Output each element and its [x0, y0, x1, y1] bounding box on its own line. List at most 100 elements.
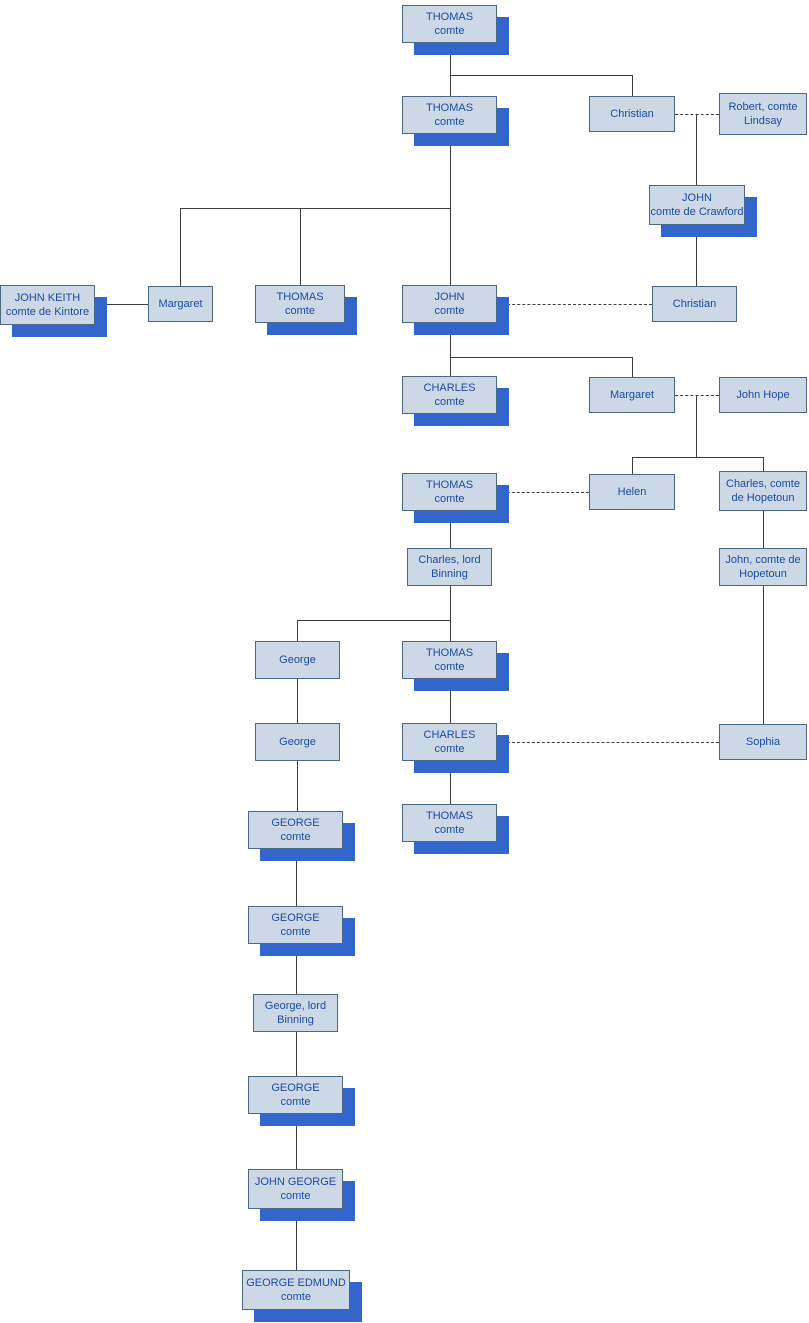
person-node: Sophia	[719, 724, 807, 760]
person-name: THOMAS	[425, 647, 474, 659]
descent-line	[450, 357, 632, 358]
person-node: GEORGE comte	[248, 906, 343, 944]
person-node: Christian	[589, 96, 675, 132]
descent-line	[763, 586, 764, 724]
person-name: THOMAS	[425, 102, 474, 114]
person-name: Robert, comte	[728, 101, 798, 113]
person-name: Charles, lord	[418, 554, 481, 566]
person-title: comte	[434, 743, 465, 755]
descent-line	[450, 75, 632, 76]
person-name: Charles, comte	[726, 478, 800, 490]
descent-line	[450, 323, 451, 376]
person-name: John Hope	[736, 389, 790, 401]
person-title: comte de Crawford	[650, 206, 744, 218]
descent-line	[300, 208, 301, 285]
person-node: Robert, comte Lindsay	[719, 93, 807, 135]
person-name: GEORGE	[271, 1082, 320, 1094]
person-node: Margaret	[589, 377, 675, 413]
person-node: Margaret	[148, 286, 213, 322]
person-node: THOMAS comte	[402, 5, 497, 43]
person-node: John Hope	[719, 377, 807, 413]
descent-line	[632, 457, 633, 474]
person-title: comte	[280, 831, 311, 843]
person-name: JOHN	[434, 291, 465, 303]
descent-line	[632, 75, 633, 96]
person-node: George, lord Binning	[253, 994, 338, 1032]
person-name: JOHN KEITH	[14, 292, 81, 304]
person-node: Charles, lord Binning	[407, 548, 492, 586]
person-node: GEORGE comte	[248, 1076, 343, 1114]
person-name: THOMAS	[276, 291, 324, 303]
descent-line	[696, 114, 697, 185]
person-name: George	[279, 654, 316, 666]
person-node: GEORGE EDMUND comte	[242, 1270, 350, 1310]
person-name: Margaret	[158, 298, 203, 310]
person-node: Christian	[652, 286, 737, 322]
person-name: Margaret	[609, 389, 655, 401]
person-title: comte	[434, 661, 465, 673]
person-node: THOMAS comte	[402, 96, 497, 134]
person-node: THOMAS comte	[402, 641, 497, 679]
descent-line	[450, 620, 451, 641]
person-node: George	[255, 723, 340, 761]
person-name: THOMAS	[425, 810, 474, 822]
descent-line	[632, 357, 633, 377]
person-node: George	[255, 641, 340, 679]
person-name: THOMAS	[425, 479, 474, 491]
descent-line	[297, 761, 298, 811]
descent-line	[450, 511, 451, 548]
descent-line	[696, 225, 697, 286]
person-name: Christian	[672, 298, 717, 310]
person-title: comte	[280, 1096, 311, 1108]
person-name: John, comte de	[725, 554, 801, 566]
person-name: George, lord	[264, 1000, 327, 1012]
person-title: comte	[434, 305, 465, 317]
descent-line	[450, 679, 451, 723]
descent-line	[297, 679, 298, 723]
descent-line	[450, 586, 451, 621]
descent-line	[180, 208, 450, 209]
descent-line	[296, 1114, 297, 1169]
person-name: Christian	[610, 108, 654, 120]
person-name: CHARLES	[423, 729, 476, 741]
person-name: JOHN GEORGE	[254, 1176, 337, 1188]
person-node: JOHN KEITH comte de Kintore	[0, 285, 95, 325]
person-title: comte	[434, 25, 465, 37]
person-title: Hopetoun	[739, 568, 787, 580]
descent-line	[450, 134, 451, 285]
descent-line	[696, 395, 697, 457]
person-node: Charles, comte de Hopetoun	[719, 471, 807, 511]
marriage-line	[497, 304, 652, 305]
descent-line	[297, 620, 450, 621]
descent-line	[180, 208, 181, 286]
person-title: comte	[434, 493, 465, 505]
person-name: GEORGE	[271, 912, 320, 924]
person-node: JOHN GEORGE comte	[248, 1169, 343, 1209]
person-title: Binning	[431, 568, 468, 580]
person-name: THOMAS	[425, 11, 474, 23]
person-title: Lindsay	[744, 115, 782, 127]
marriage-line	[675, 395, 719, 396]
person-node: JOHN comte	[402, 285, 497, 323]
person-node: THOMAS comte	[402, 804, 497, 842]
descent-line	[632, 457, 763, 458]
descent-line	[297, 620, 298, 641]
person-name: George	[279, 736, 316, 748]
marriage-line	[95, 304, 148, 305]
person-title: comte	[281, 1291, 311, 1303]
person-title: comte	[434, 824, 465, 836]
person-name: GEORGE EDMUND	[246, 1277, 346, 1289]
descent-line	[296, 944, 297, 994]
person-node: THOMAS comte	[402, 473, 497, 511]
descent-line	[450, 43, 451, 96]
person-title: Binning	[277, 1014, 314, 1026]
marriage-line	[675, 114, 719, 115]
person-node: JOHN comte de Crawford	[649, 185, 745, 225]
person-title: comte	[285, 305, 315, 317]
descent-line	[296, 849, 297, 906]
person-name: Helen	[617, 486, 647, 498]
person-title: comte	[280, 926, 311, 938]
person-node: THOMAS comte	[255, 285, 345, 323]
person-name: Sophia	[745, 736, 781, 748]
